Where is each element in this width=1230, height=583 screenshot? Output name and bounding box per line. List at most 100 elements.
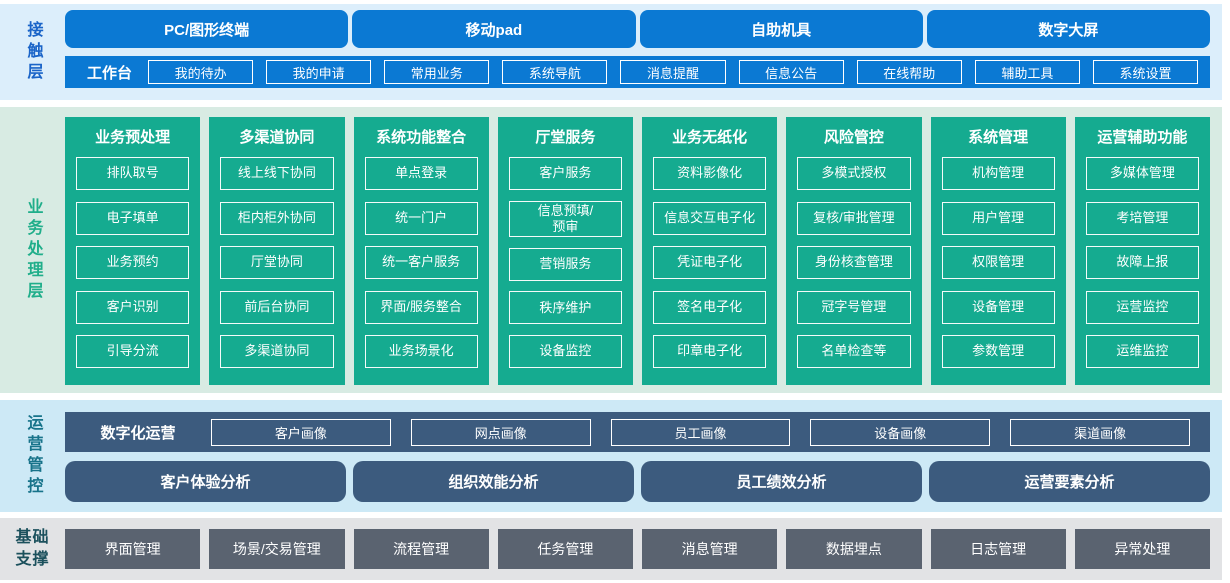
- business-column-items: 多媒体管理 考培管理 故障上报 运营监控 运维监控: [1085, 157, 1199, 368]
- function-tile: 统一客户服务: [364, 246, 478, 279]
- foundation-tile: 界面管理: [65, 529, 201, 569]
- workbench-item-tile: 系统设置: [1092, 60, 1198, 84]
- profile-tile: 网点画像: [410, 418, 591, 446]
- function-tile: 多渠道协同: [220, 335, 334, 368]
- business-column: 系统功能整合 单点登录 统一门户 统一客户服务 界面/服务整合: [353, 117, 489, 385]
- business-column-items: 多模式授权 复核/审批管理 身份核查管理 冠字号管理 名单检查等: [797, 157, 911, 368]
- business-layer-label-text: 业务处理层: [24, 197, 42, 303]
- foundation-layer-section: 基础支撑 界面管理 场景/交易管理 流程管理 任务管理 消息管理 数据埋点 日志…: [0, 518, 1222, 580]
- business-column: 多渠道协同 线上线下协同 柜内柜外协同 厅堂协同 前后台协同: [209, 117, 345, 385]
- contact-layer-content: PC/图形终端 移动pad 自助机具 数字大屏 工作台 我的待办 我的申请: [65, 4, 1222, 100]
- workbench-item-tile: 我的待办: [148, 60, 254, 84]
- foundation-tile: 异常处理: [1074, 529, 1210, 569]
- operation-layer-label: 运营管控: [0, 400, 65, 512]
- function-tile: 秩序维护: [508, 291, 622, 325]
- foundation-tile: 流程管理: [353, 529, 489, 569]
- business-column-title: 厅堂服务: [535, 129, 596, 146]
- profile-tile: 设备画像: [810, 418, 991, 446]
- function-tile: 信息交互电子化: [653, 201, 767, 235]
- function-tile: 电子填单: [76, 201, 190, 235]
- function-tile: 机构管理: [941, 157, 1055, 190]
- contact-layer-section: 接触层 PC/图形终端 移动pad 自助机具 数字大屏 工作台 我的待: [0, 4, 1222, 100]
- business-column: 运营辅助功能 多媒体管理 考培管理 故障上报 运营监控: [1074, 117, 1210, 385]
- function-tile: 身份核查管理: [797, 246, 911, 279]
- function-tile: 运营监控: [1085, 290, 1199, 324]
- function-tile: 引导分流: [76, 335, 190, 368]
- profile-tile: 渠道画像: [1010, 418, 1190, 446]
- workbench-label: 工作台: [87, 64, 133, 82]
- terminal-tile: PC/图形终端: [65, 10, 349, 48]
- workbench-item-tile: 我的申请: [266, 60, 372, 84]
- function-tile: 厅堂协同: [220, 246, 334, 279]
- function-tile: 凭证电子化: [653, 246, 767, 279]
- profile-tile: 客户画像: [211, 418, 391, 446]
- analysis-row: 客户体验分析 组织效能分析 员工绩效分析 运营要素分析: [65, 461, 1210, 502]
- function-tile: 设备管理: [941, 290, 1055, 324]
- workbench-item-tile: 辅助工具: [974, 60, 1080, 84]
- analysis-tile: 组织效能分析: [353, 461, 634, 502]
- function-tile: 统一门户: [364, 201, 478, 235]
- digital-ops-bar: 数字化运营 客户画像 网点画像 员工画像 设备画像 渠道画像: [65, 412, 1210, 452]
- function-tile: 用户管理: [941, 201, 1055, 235]
- terminal-tile: 移动pad: [352, 10, 636, 48]
- workbench-items: 我的待办 我的申请 常用业务 系统导航 消息提醒 信息公告 在线帮助 辅助工具: [148, 60, 1198, 84]
- function-tile: 客户服务: [508, 157, 622, 190]
- function-tile: 复核/审批管理: [797, 201, 911, 235]
- business-column-items: 线上线下协同 柜内柜外协同 厅堂协同 前后台协同 多渠道协同: [220, 157, 334, 368]
- business-column-title: 多渠道协同: [239, 129, 315, 146]
- business-column: 厅堂服务 客户服务 信息预填/ 预审 营销服务 秩序维护: [497, 117, 633, 385]
- function-tile: 业务场景化: [364, 335, 478, 368]
- business-column-items: 资料影像化 信息交互电子化 凭证电子化 签名电子化 印章电子化: [653, 157, 767, 368]
- foundation-tile: 数据埋点: [786, 529, 922, 569]
- function-tile: 营销服务: [508, 247, 622, 281]
- profile-tile: 员工画像: [610, 418, 791, 446]
- foundation-tile: 消息管理: [642, 529, 778, 569]
- foundation-tile: 场景/交易管理: [209, 529, 345, 569]
- business-column: 风险管控 多模式授权 复核/审批管理 身份核查管理 冠字号管理: [786, 117, 922, 385]
- function-tile: 多媒体管理: [1085, 157, 1199, 190]
- workbench-bar: 工作台 我的待办 我的申请 常用业务 系统导航 消息提醒 信息公告: [65, 56, 1210, 88]
- function-tile: 信息预填/ 预审: [508, 200, 622, 238]
- workbench-item-tile: 系统导航: [502, 60, 608, 84]
- foundation-tile: 任务管理: [497, 529, 633, 569]
- workbench-item-tile: 信息公告: [738, 60, 844, 84]
- function-tile: 线上线下协同: [220, 157, 334, 190]
- function-tile: 柜内柜外协同: [220, 201, 334, 235]
- business-column: 业务无纸化 资料影像化 信息交互电子化 凭证电子化 签名电子化: [642, 117, 778, 385]
- business-column: 业务预处理 排队取号 电子填单 业务预约 客户识别: [65, 117, 201, 385]
- function-tile: 故障上报: [1085, 246, 1199, 279]
- function-tile: 前后台协同: [220, 290, 334, 324]
- function-tile: 单点登录: [364, 157, 478, 190]
- business-layer-content: 业务预处理 排队取号 电子填单 业务预约 客户识别: [65, 107, 1222, 393]
- business-layer-section: 业务处理层 业务预处理 排队取号 电子填单 业务预: [0, 107, 1222, 393]
- function-tile: 冠字号管理: [797, 290, 911, 324]
- workbench-item-tile: 消息提醒: [620, 60, 726, 84]
- function-tile: 参数管理: [941, 335, 1055, 368]
- business-column-items: 排队取号 电子填单 业务预约 客户识别 引导分流: [76, 157, 190, 368]
- analysis-tile: 员工绩效分析: [641, 461, 922, 502]
- workbench-item-tile: 常用业务: [384, 60, 490, 84]
- business-column-items: 客户服务 信息预填/ 预审 营销服务 秩序维护 设备监控: [508, 157, 622, 368]
- business-column: 系统管理 机构管理 用户管理 权限管理 设备管理: [930, 117, 1066, 385]
- workbench-item-tile: 在线帮助: [856, 60, 962, 84]
- terminal-row: PC/图形终端 移动pad 自助机具 数字大屏: [65, 10, 1210, 48]
- function-tile: 名单检查等: [797, 335, 911, 368]
- digital-ops-label: 数字化运营: [100, 424, 176, 442]
- terminal-tile: 数字大屏: [926, 10, 1210, 48]
- foundation-layer-label-text: 基础支撑: [15, 529, 50, 568]
- foundation-layer-label: 基础支撑: [0, 527, 65, 570]
- contact-layer-label-text: 接触层: [24, 20, 42, 84]
- function-tile: 考培管理: [1085, 201, 1199, 235]
- foundation-items: 界面管理 场景/交易管理 流程管理 任务管理 消息管理 数据埋点 日志管理 异常…: [65, 529, 1210, 569]
- function-tile: 客户识别: [76, 290, 190, 324]
- business-column-items: 单点登录 统一门户 统一客户服务 界面/服务整合 业务场景化: [364, 157, 478, 368]
- function-tile: 权限管理: [941, 246, 1055, 279]
- business-column-title: 业务无纸化: [672, 129, 748, 146]
- function-tile: 多模式授权: [797, 157, 911, 190]
- business-column-items: 机构管理 用户管理 权限管理 设备管理 参数管理: [941, 157, 1055, 368]
- business-column-title: 风险管控: [823, 129, 884, 146]
- contact-layer-label: 接触层: [0, 4, 65, 100]
- business-columns: 业务预处理 排队取号 电子填单 业务预约 客户识别: [65, 117, 1210, 385]
- business-layer-label: 业务处理层: [0, 107, 65, 393]
